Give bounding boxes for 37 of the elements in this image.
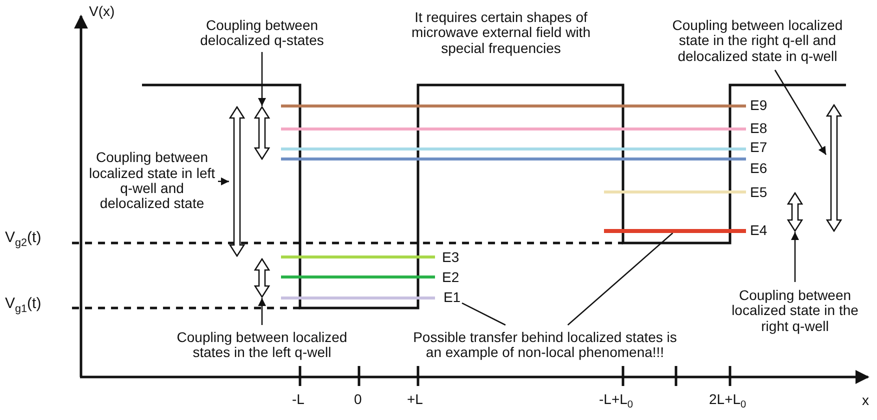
double-arrow-icon [826, 104, 842, 232]
annotation-text: Coupling between localized state in the right q-ell and delocalized state in q-well [671, 18, 844, 64]
axis-label: E6 [750, 161, 768, 176]
level-label: E1 [443, 290, 461, 306]
axis-label: E3 [442, 250, 460, 266]
axis-label: +L [407, 392, 423, 408]
leader-line [567, 232, 674, 326]
annotation-text: Coupling between localized state in the right q-well [730, 288, 860, 334]
axis-label: E8 [750, 121, 768, 136]
axis-label: -L+L$_{0}$ [599, 392, 634, 411]
axis-label: V$_{g1}$(t) [5, 296, 42, 316]
axis-label: x [862, 393, 869, 408]
annotation-text: Coupling between localized state in left q-well and delocalized state [88, 150, 216, 212]
axis-label: 2L+L$_{0}$ [709, 392, 746, 411]
axis-label: E5 [750, 185, 768, 200]
arrow [258, 298, 266, 325]
axis-label: -L [292, 392, 304, 408]
annotation-text: It requires certain shapes of microwave external field with special frequencies [410, 10, 592, 56]
axis-label: E4 [750, 223, 768, 238]
double-arrow-icon [787, 192, 803, 232]
leader-line [462, 302, 506, 326]
arrow [218, 177, 229, 186]
double-arrow-icon [229, 106, 245, 257]
double-arrow-icon [254, 106, 270, 160]
annotation-text: Possible transfer behind localized states is an example of non-local phenomena!!! [412, 330, 678, 360]
double-arrow-icon [254, 258, 270, 298]
arrow [774, 70, 827, 156]
axis-label: V(x) [89, 4, 115, 20]
axis-label: 0 [354, 392, 362, 408]
axis-label: V$_{g2}$(t) [5, 230, 42, 250]
axis-label: E7 [750, 140, 768, 156]
axis-label: E9 [750, 98, 768, 114]
annotation-text: Coupling between localized states in the left q-well [176, 330, 348, 360]
arrow [258, 52, 266, 106]
axis-label: E2 [442, 270, 460, 286]
annotation-text: Coupling between delocalized q-states [199, 18, 325, 48]
arrow [791, 232, 799, 282]
